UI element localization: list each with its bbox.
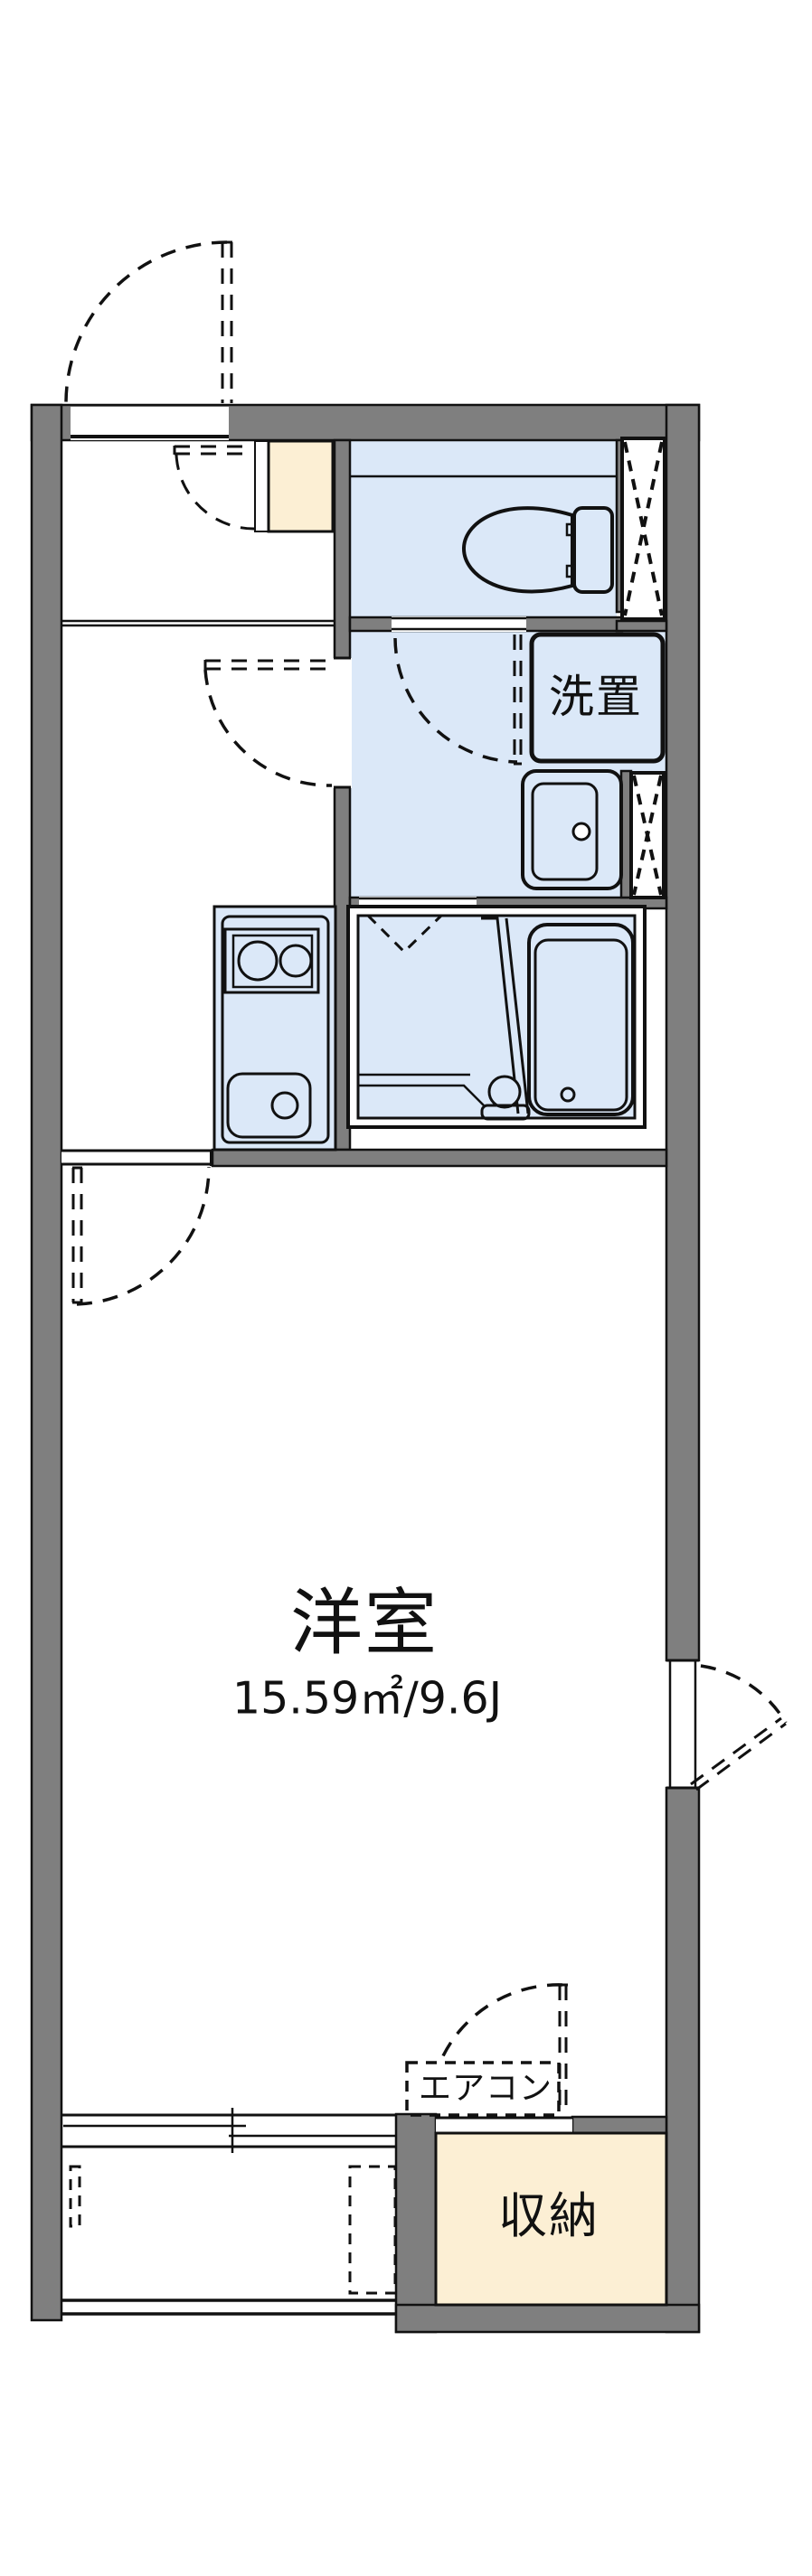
balcony [61, 2108, 397, 2316]
wall-right-upper [665, 403, 701, 1662]
shaft-hatch-icon [623, 441, 664, 616]
stove-icon [223, 927, 320, 994]
washer-space-label: 洗置 [549, 671, 643, 723]
entry-area [61, 439, 335, 627]
door-arc [700, 1664, 788, 1724]
room-door-swing [71, 1166, 211, 1306]
wall-under-shaft [615, 619, 668, 633]
balcony-partition-right [348, 2165, 397, 2295]
washbasin-icon [521, 769, 623, 890]
wall-left [30, 403, 63, 2322]
wall-storage-bottom [394, 2303, 701, 2334]
shower-faucet-icon [480, 1075, 531, 1121]
exterior-door-swing [690, 1664, 788, 1791]
aircon-box [405, 2061, 561, 2117]
wall-storage-left [394, 2112, 438, 2334]
entry-door-swing [64, 240, 233, 406]
kitchen-sink-icon [226, 1072, 312, 1139]
storage-label: 収納 [498, 2187, 600, 2244]
entry-opening [71, 407, 229, 440]
toilet-door-swing [393, 635, 523, 766]
toilet-icon [461, 506, 614, 594]
aircon-label: エアコン [418, 2070, 553, 2107]
kitchen-counter [212, 905, 337, 1152]
storage-doorway [436, 2117, 572, 2133]
door-arc [203, 669, 333, 787]
pipe-shaft-top [620, 437, 666, 621]
openings [61, 407, 699, 2133]
shower-floor-lines [359, 1073, 485, 1106]
storage-room-floor [434, 2131, 668, 2307]
sliding-window-icon [61, 2108, 396, 2153]
shoe-cabinet [267, 439, 335, 533]
washroom-door-swing [203, 659, 333, 787]
bathroom [346, 905, 647, 1129]
folding-door-mark [366, 914, 443, 954]
toilet-room [350, 475, 617, 594]
door-arc [64, 240, 228, 406]
balcony-partition-left [69, 2165, 81, 2228]
wall-under-kitchen [211, 1148, 668, 1168]
wall-right-lower [665, 1786, 701, 2334]
shoe-cabinet-door [254, 440, 269, 532]
room-label: 洋室 [290, 1581, 439, 1665]
wall-storage-top [571, 2115, 668, 2135]
door-arc [175, 454, 255, 531]
room-doorway [61, 1151, 212, 1165]
pipe-shaft-middle [629, 771, 666, 899]
exterior-door-opening [667, 1661, 698, 1787]
washroom-doorway [333, 658, 352, 788]
door-arc [393, 637, 518, 764]
door-arc [76, 1166, 211, 1306]
door-arc [439, 1983, 563, 2063]
washer-space-box [529, 632, 666, 764]
bathtub-icon [481, 917, 635, 1116]
room-area-label: 15.59㎡/9.6J [231, 1672, 503, 1725]
shoe-cabinet-door-swing [173, 445, 255, 531]
